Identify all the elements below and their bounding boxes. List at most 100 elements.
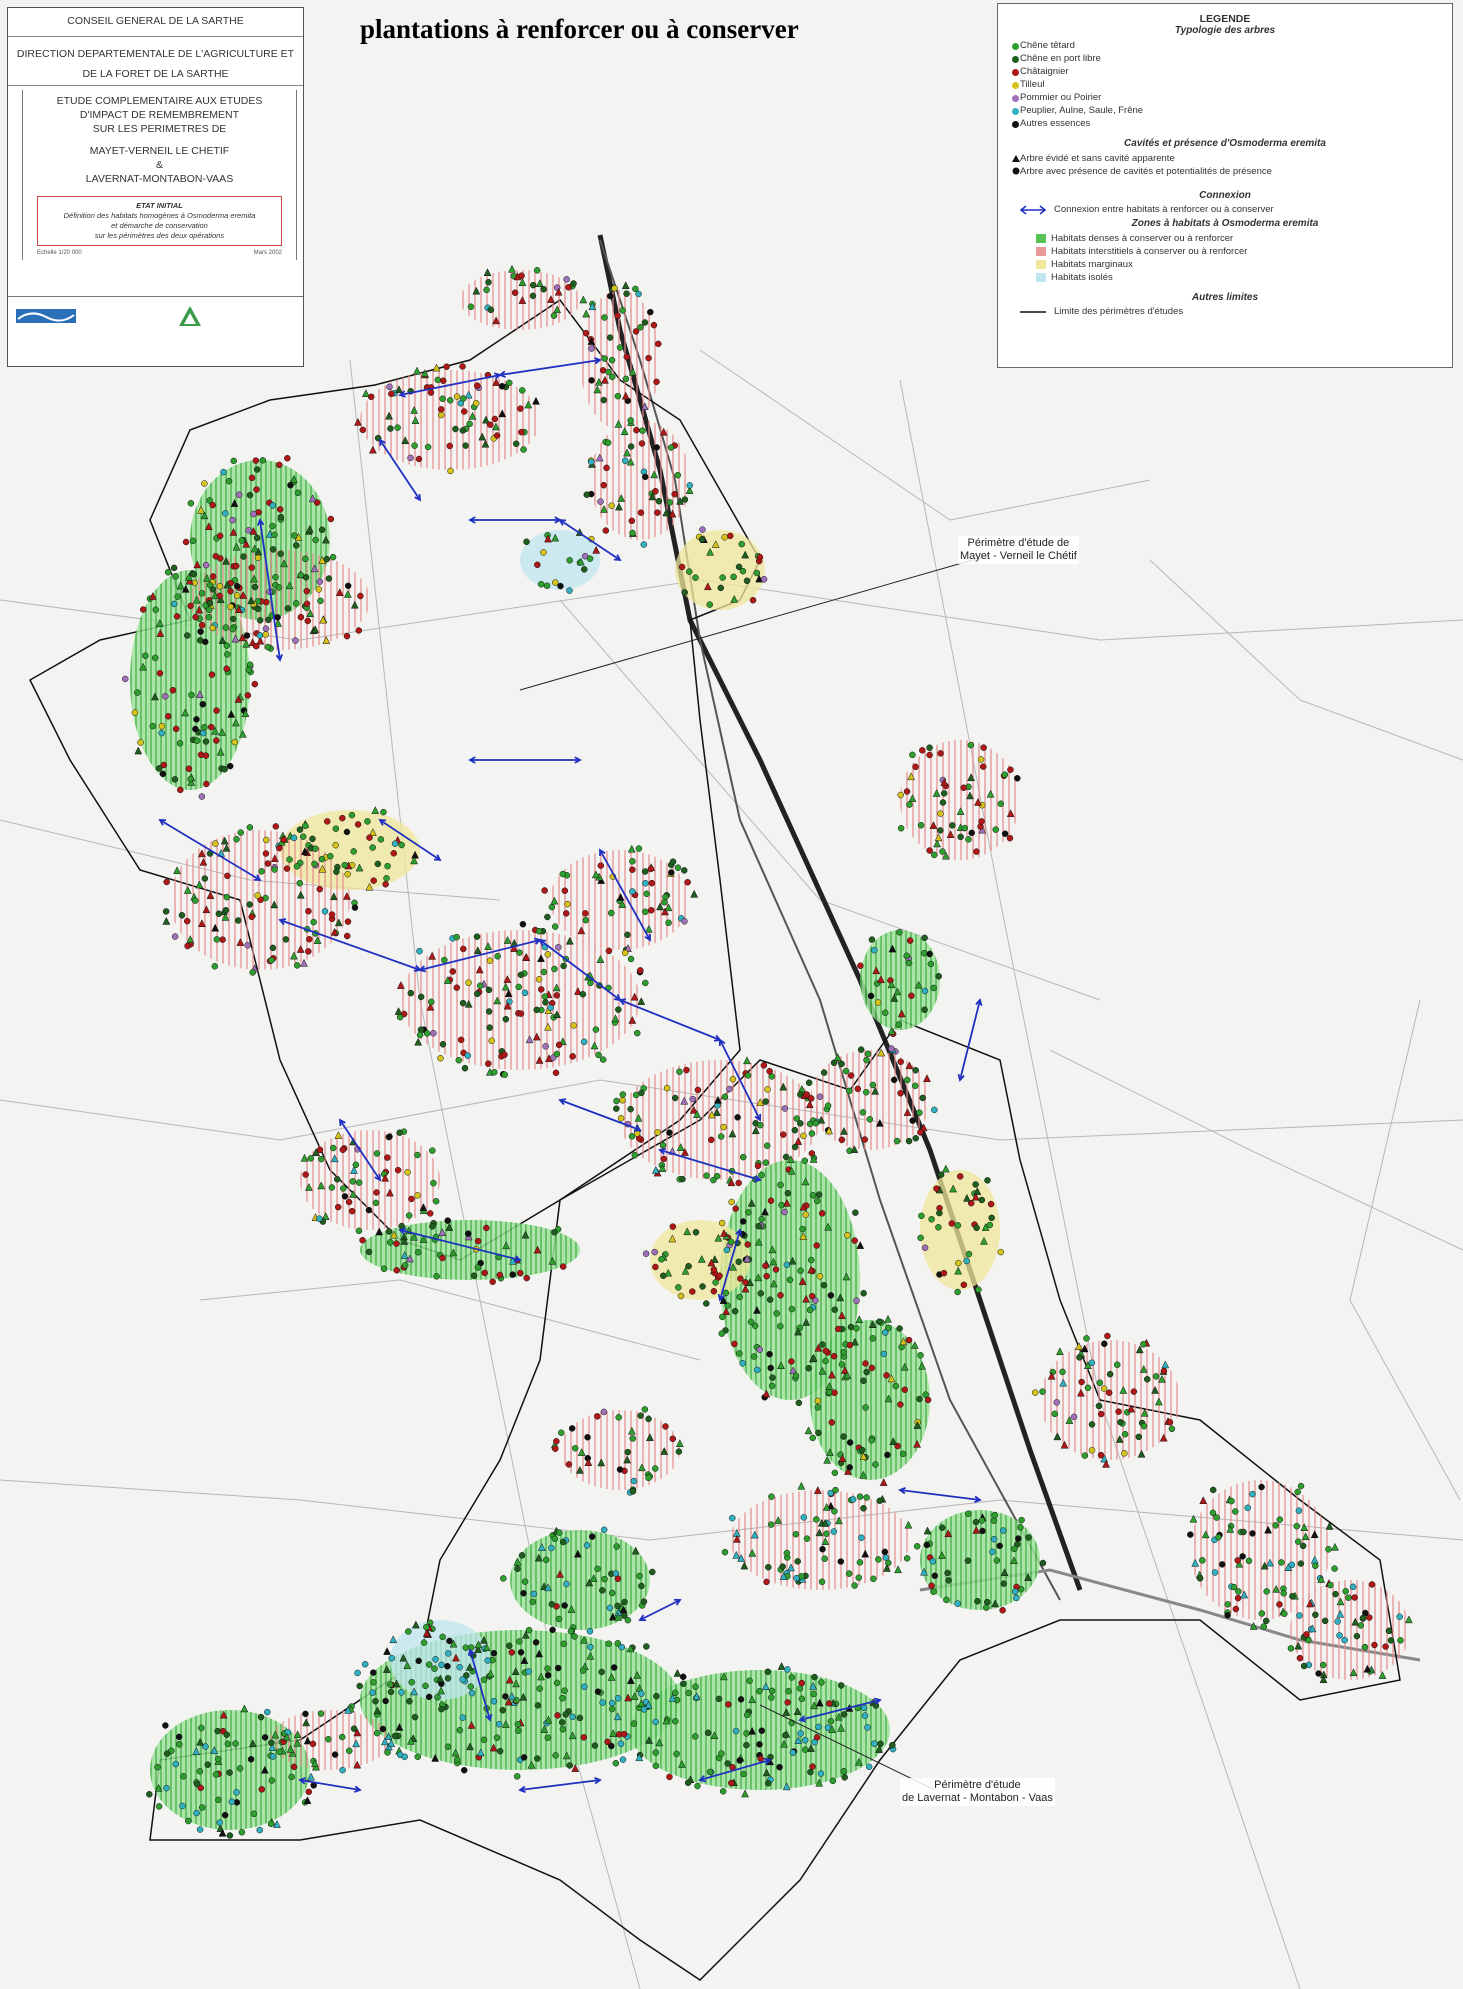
tree-point	[1070, 1413, 1078, 1421]
tree-point	[202, 1743, 209, 1750]
tree-point	[233, 582, 241, 590]
tree-point	[253, 534, 261, 542]
tree-point	[551, 965, 558, 973]
tree-point	[248, 913, 255, 921]
tree-point	[317, 597, 324, 605]
connexion-arrow	[379, 819, 441, 861]
tree-point	[917, 821, 925, 829]
tree-point	[754, 1366, 761, 1374]
tree-triangle	[474, 1645, 482, 1653]
tree-point	[860, 1290, 867, 1297]
zone-swatch-icon	[1036, 234, 1046, 243]
tree-point	[640, 541, 648, 548]
tree-point	[249, 969, 256, 976]
tree-point	[401, 1753, 408, 1761]
tree-triangle	[411, 1620, 420, 1629]
tree-point	[992, 826, 999, 833]
tree-triangle	[466, 1742, 474, 1751]
tree-point	[518, 428, 525, 436]
tree-point	[1232, 1508, 1239, 1515]
tree-triangle	[384, 1732, 393, 1741]
tree-point	[189, 537, 197, 545]
tree-triangle	[197, 505, 205, 514]
tree-point	[828, 1419, 836, 1426]
tree-point	[304, 617, 312, 625]
tree-triangle	[489, 1743, 498, 1752]
tree-triangle	[394, 1007, 403, 1015]
tree-triangle	[525, 1035, 534, 1044]
tree-point	[1239, 1553, 1246, 1560]
tree-point	[1287, 1645, 1295, 1652]
connexion-arrow	[469, 1649, 491, 1721]
tree-point	[434, 376, 442, 384]
tree-triangle	[855, 1757, 863, 1766]
tree-point	[831, 1508, 838, 1515]
tree-point	[523, 1274, 530, 1282]
tree-point	[744, 1072, 752, 1079]
tree-point	[630, 1720, 638, 1727]
tree-triangle	[1115, 1434, 1124, 1443]
tree-point	[387, 425, 394, 432]
tree-point	[776, 1763, 783, 1771]
tree-point	[222, 510, 229, 517]
tree-point	[1325, 1546, 1332, 1553]
tree-point	[562, 1711, 569, 1718]
tree-point	[579, 1667, 587, 1674]
tree-triangle	[481, 439, 490, 448]
tree-triangle	[556, 1569, 564, 1578]
tree-point	[725, 1701, 732, 1708]
tree-point	[727, 1238, 735, 1246]
tree-triangle	[787, 1166, 796, 1175]
tree-triangle	[1351, 1617, 1360, 1626]
legend-tree-label: Peuplier, Aulne, Saule, Frêne	[1020, 105, 1144, 116]
tree-point	[238, 537, 246, 544]
tree-point	[257, 1713, 265, 1721]
connexion-arrowhead	[698, 1775, 707, 1783]
tree-triangle	[437, 1686, 445, 1695]
tree-point	[613, 1543, 621, 1550]
tree-triangle	[313, 936, 322, 944]
tree-point	[801, 1737, 809, 1744]
tree-point	[552, 1752, 559, 1759]
tree-point	[871, 946, 878, 954]
tree-point	[897, 824, 905, 832]
tree-point	[246, 901, 253, 908]
tree-point	[1117, 1418, 1124, 1426]
tree-point	[908, 992, 915, 1000]
tree-point	[171, 776, 179, 783]
tree-triangle	[371, 806, 380, 814]
tree-triangle	[743, 1056, 751, 1065]
tree-point	[284, 455, 291, 462]
tree-triangle	[748, 1695, 757, 1704]
tree-point	[629, 888, 636, 895]
tree-triangle	[889, 1437, 898, 1445]
tree-point	[1000, 1527, 1007, 1534]
tree-triangle	[521, 1630, 530, 1639]
tree-triangle	[438, 1228, 447, 1236]
tree-triangle	[761, 1207, 769, 1216]
tree-triangle	[586, 1651, 595, 1660]
tree-point	[259, 457, 267, 464]
tree-point	[627, 1105, 634, 1113]
tree-point	[984, 1177, 991, 1184]
tree-triangle	[963, 1193, 971, 1202]
tree-point	[439, 1254, 446, 1262]
tree-triangle	[355, 863, 364, 872]
tree-point	[669, 858, 677, 865]
tree-point	[365, 1206, 373, 1214]
connexion-arrowhead	[618, 998, 627, 1006]
tree-triangle	[743, 1254, 752, 1263]
tree-triangle	[868, 1320, 877, 1329]
tree-triangle	[395, 1722, 404, 1731]
tree-triangle	[451, 1748, 460, 1757]
tree-point	[1272, 1522, 1279, 1529]
connexion-arrowhead	[485, 1713, 493, 1722]
connexion-arrow	[399, 1229, 521, 1261]
tree-point	[788, 1358, 795, 1365]
legend-zone-item: Habitats isolés	[1036, 271, 1452, 284]
tree-point	[718, 1750, 725, 1757]
tree-triangle	[910, 1340, 919, 1349]
tree-triangle	[317, 1181, 326, 1190]
tree-point	[291, 532, 298, 539]
connexion-arrowhead	[798, 1715, 807, 1723]
